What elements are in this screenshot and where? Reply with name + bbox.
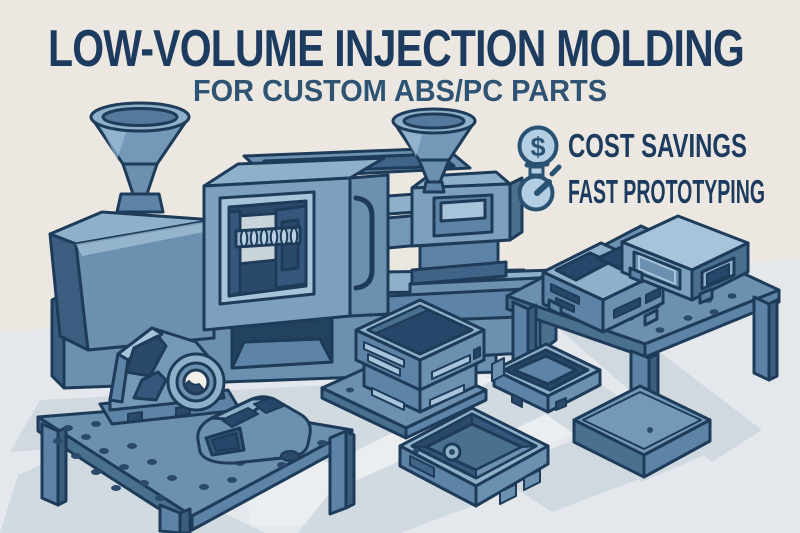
feature-cost-savings: $ COST SAVINGS bbox=[517, 125, 747, 167]
vented-enclosure-stack-part bbox=[320, 298, 488, 440]
page-title: LOW-VOLUME INJECTION MOLDING bbox=[48, 20, 744, 78]
dollar-glyph: $ bbox=[530, 132, 545, 162]
electronics-enclosure-part bbox=[620, 214, 750, 305]
injection-screw bbox=[234, 225, 302, 249]
stopwatch-icon bbox=[517, 161, 562, 212]
table-leg bbox=[40, 422, 356, 533]
compartment-tray-part bbox=[491, 342, 602, 414]
device-housing-shell-part bbox=[196, 395, 312, 465]
header: LOW-VOLUME INJECTION MOLDING FOR CUSTOM … bbox=[48, 20, 745, 108]
clamping-unit bbox=[202, 156, 386, 332]
feature-fast-prototyping: FAST PROTOTYPING bbox=[517, 161, 765, 212]
moving-platen bbox=[348, 173, 390, 318]
feature-label: COST SAVINGS bbox=[568, 127, 747, 164]
feature-label: FAST PROTOTYPING bbox=[568, 173, 765, 210]
control-panel bbox=[432, 193, 494, 238]
page-subtitle: FOR CUSTOM ABS/PC PARTS bbox=[193, 73, 607, 108]
feature-badges: $ COST SAVINGS FAST PROTOTYPING bbox=[517, 125, 765, 212]
open-enclosure-shell-part bbox=[398, 406, 550, 508]
clamp-end-block bbox=[48, 210, 216, 352]
dollar-coin-icon: $ bbox=[517, 125, 559, 167]
closed-lid-box-part bbox=[572, 384, 712, 479]
material-hopper-large bbox=[89, 101, 191, 214]
injection-molding-machine bbox=[48, 101, 558, 390]
material-hopper-small bbox=[391, 107, 477, 194]
